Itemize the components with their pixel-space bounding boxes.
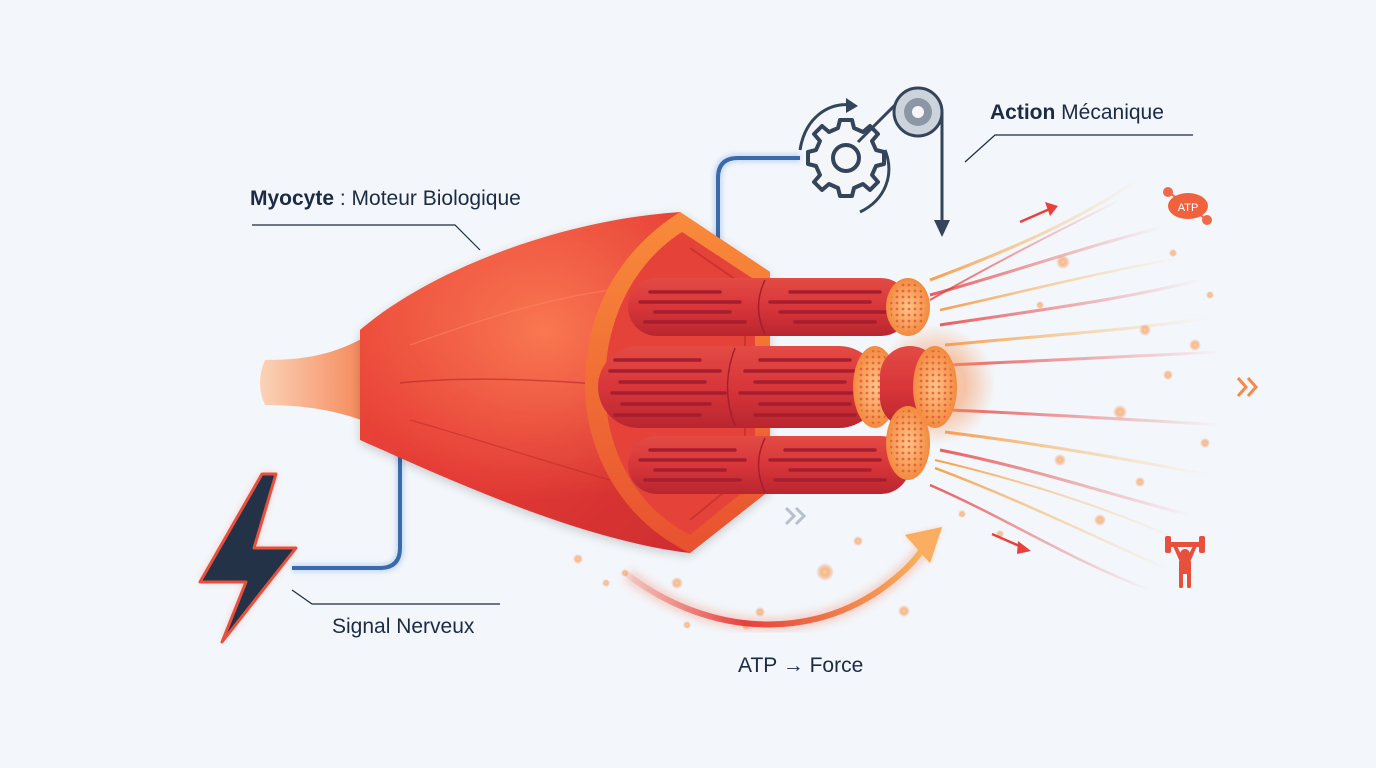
lightning-bolt-icon <box>198 472 298 644</box>
atp-force-label-text: ATP → Force <box>738 654 864 677</box>
myocyte-label-description: Moteur Biologique <box>351 187 521 210</box>
myocyte-label-term: Myocyte <box>250 187 335 210</box>
nerve-wire <box>292 440 405 573</box>
gear-icon <box>806 118 886 198</box>
atp-force-arc <box>623 527 942 632</box>
flow-arrows <box>784 202 1259 554</box>
myocyte-label-separator: : <box>334 187 352 210</box>
atp-badge: ATP <box>1163 187 1212 225</box>
leader-lines <box>252 134 1193 605</box>
fiber-bottom <box>628 406 930 494</box>
flow-arrow-bottom <box>991 532 1031 554</box>
fiber-right <box>880 346 957 428</box>
mechanical-wire <box>713 153 800 240</box>
energy-particles <box>573 249 1214 630</box>
flow-arrow-top <box>1019 202 1058 224</box>
myocyte-label: Myocyte : Moteur Biologique <box>250 187 521 211</box>
weightlifter-icon <box>1165 536 1205 588</box>
atp-force-label: ATP → Force <box>738 654 863 678</box>
gear-rotation-arrow <box>798 98 891 214</box>
muscle-fibers <box>598 278 957 494</box>
double-chevron-icon <box>1236 377 1259 397</box>
action-label-term: Action <box>990 101 1056 124</box>
fiber-middle <box>598 346 897 428</box>
fiber-top <box>628 278 930 336</box>
atp-badge-text: ATP <box>1178 202 1199 214</box>
double-chevron-icon <box>784 506 807 526</box>
action-label: Action Mécanique <box>990 101 1164 125</box>
pulley-icon <box>856 86 950 237</box>
signal-label-text: Signal Nerveux <box>332 615 475 638</box>
action-label-description: Mécanique <box>1055 101 1164 124</box>
signal-label: Signal Nerveux <box>332 615 474 639</box>
